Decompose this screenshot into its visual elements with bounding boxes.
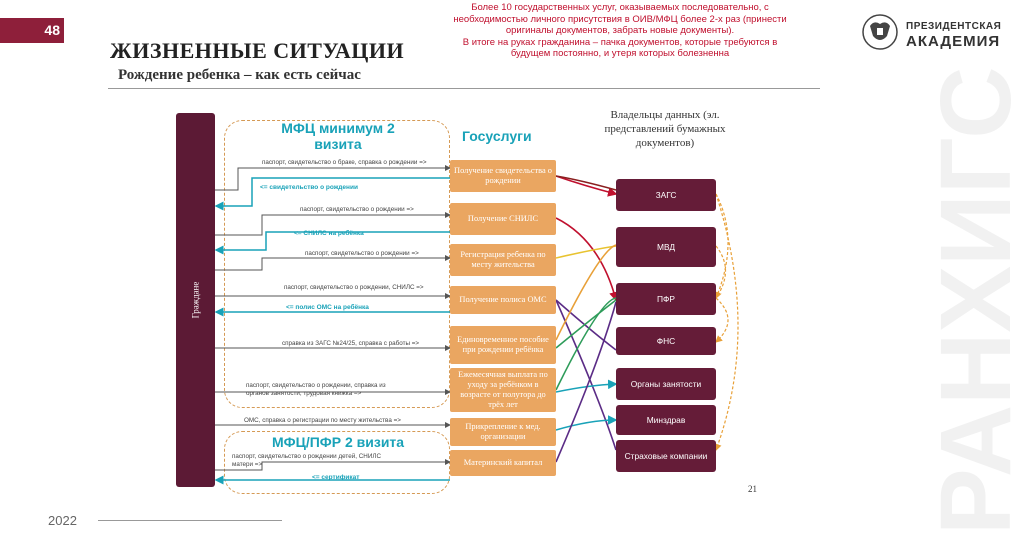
return-label: <= сертификат bbox=[312, 474, 360, 481]
note-line: Более 10 государственных услуг, оказывае… bbox=[471, 2, 769, 13]
slide-number: 21 bbox=[748, 484, 757, 494]
doc-label: паспорт, свидетельство о рождении => bbox=[300, 206, 414, 213]
footer-divider bbox=[98, 520, 282, 521]
owner-fns: ФНС bbox=[616, 327, 716, 355]
owner-health-ministry: Минздрав bbox=[616, 405, 716, 435]
doc-label: матери => bbox=[232, 461, 263, 468]
doc-label: паспорт, свидетельство о рождении, справ… bbox=[246, 382, 386, 389]
doc-label: паспорт, свидетельство о рождении детей,… bbox=[232, 453, 382, 460]
service-registration: Регистрация ребенка по месту жительства bbox=[450, 244, 556, 276]
owner-pfr: ПФР bbox=[616, 283, 716, 315]
doc-label: паспорт, свидетельство о рождении => bbox=[305, 250, 419, 257]
header-divider bbox=[108, 88, 820, 89]
owners-title: Владельцы данных (эл. представлений бума… bbox=[604, 109, 726, 149]
mfc-group-1 bbox=[224, 120, 450, 408]
note-line: будущем постоянно, и утеря которых болез… bbox=[510, 48, 730, 60]
page-title: ЖИЗНЕННЫЕ СИТУАЦИИ bbox=[110, 38, 405, 63]
service-lump-sum: Единовременное пособие при рождении ребё… bbox=[450, 326, 556, 364]
doc-label: паспорт, свидетельство о браке, справка … bbox=[262, 159, 427, 166]
watermark-ranepa: РАНХИГС bbox=[930, 66, 1024, 535]
citizens-bar bbox=[176, 113, 215, 487]
mfc-group-1-title: МФЦ минимум 2 визита bbox=[281, 120, 395, 152]
note-line: необходимостью личного присутствия в ОИВ… bbox=[453, 13, 787, 25]
owner-insurance: Страховые компании bbox=[616, 440, 716, 472]
logo-line1: ПРЕЗИДЕНТСКАЯ bbox=[906, 21, 1002, 32]
doc-label: ОМС, справка о регистрации по месту жите… bbox=[244, 417, 401, 424]
citizens-label-wrap: Граждане bbox=[176, 113, 215, 487]
service-birth-certificate: Получение свидетельства о рождении bbox=[450, 160, 556, 192]
return-label: <= свидетельство о рождении bbox=[260, 184, 358, 191]
note-line: оригиналы документов, забрать новые доку… bbox=[505, 25, 735, 37]
owner-mvd: МВД bbox=[616, 227, 716, 267]
footer-year: 2022 bbox=[48, 513, 77, 528]
service-maternity-capital: Материнский капитал bbox=[450, 450, 556, 476]
service-oms-policy: Получение полиса ОМС bbox=[450, 286, 556, 314]
page-number-badge: 48 bbox=[0, 18, 64, 43]
svg-text:РАНХИГС: РАНХИГС bbox=[930, 66, 1024, 535]
doc-label: органов занятости, трудовая книжка => bbox=[246, 390, 362, 397]
service-medical-attachment: Прикрепление к мед. организации bbox=[450, 418, 556, 446]
note-line: В итоге на руках гражданина – пачка доку… bbox=[462, 36, 778, 48]
return-label: <= полис ОМС на ребёнка bbox=[286, 304, 369, 311]
return-label: <= СНИЛС на ребёнка bbox=[294, 230, 364, 237]
mfc-group-2-title: МФЦ/ПФР 2 визита bbox=[272, 434, 405, 450]
doc-label: паспорт, свидетельство о рождении, СНИЛС… bbox=[284, 284, 424, 291]
owner-employment: Органы занятости bbox=[616, 368, 716, 400]
gosuslugi-title: Госуслуги bbox=[462, 128, 532, 144]
page-subtitle: Рождение ребенка – как есть сейчас bbox=[118, 67, 361, 83]
summary-note: Более 10 государственных услуг, оказывае… bbox=[440, 2, 800, 60]
doc-label: справка из ЗАГС №24/25, справка с работы… bbox=[282, 340, 420, 347]
eagle-crest-icon bbox=[862, 14, 898, 50]
citizens-label: Граждане bbox=[190, 281, 201, 319]
service-snils: Получение СНИЛС bbox=[450, 203, 556, 235]
service-monthly-payment: Ежемесячная выплата по уходу за ребёнком… bbox=[450, 368, 556, 412]
owner-zags: ЗАГС bbox=[616, 179, 716, 211]
logo-line2: АКАДЕМИЯ bbox=[906, 33, 1001, 50]
